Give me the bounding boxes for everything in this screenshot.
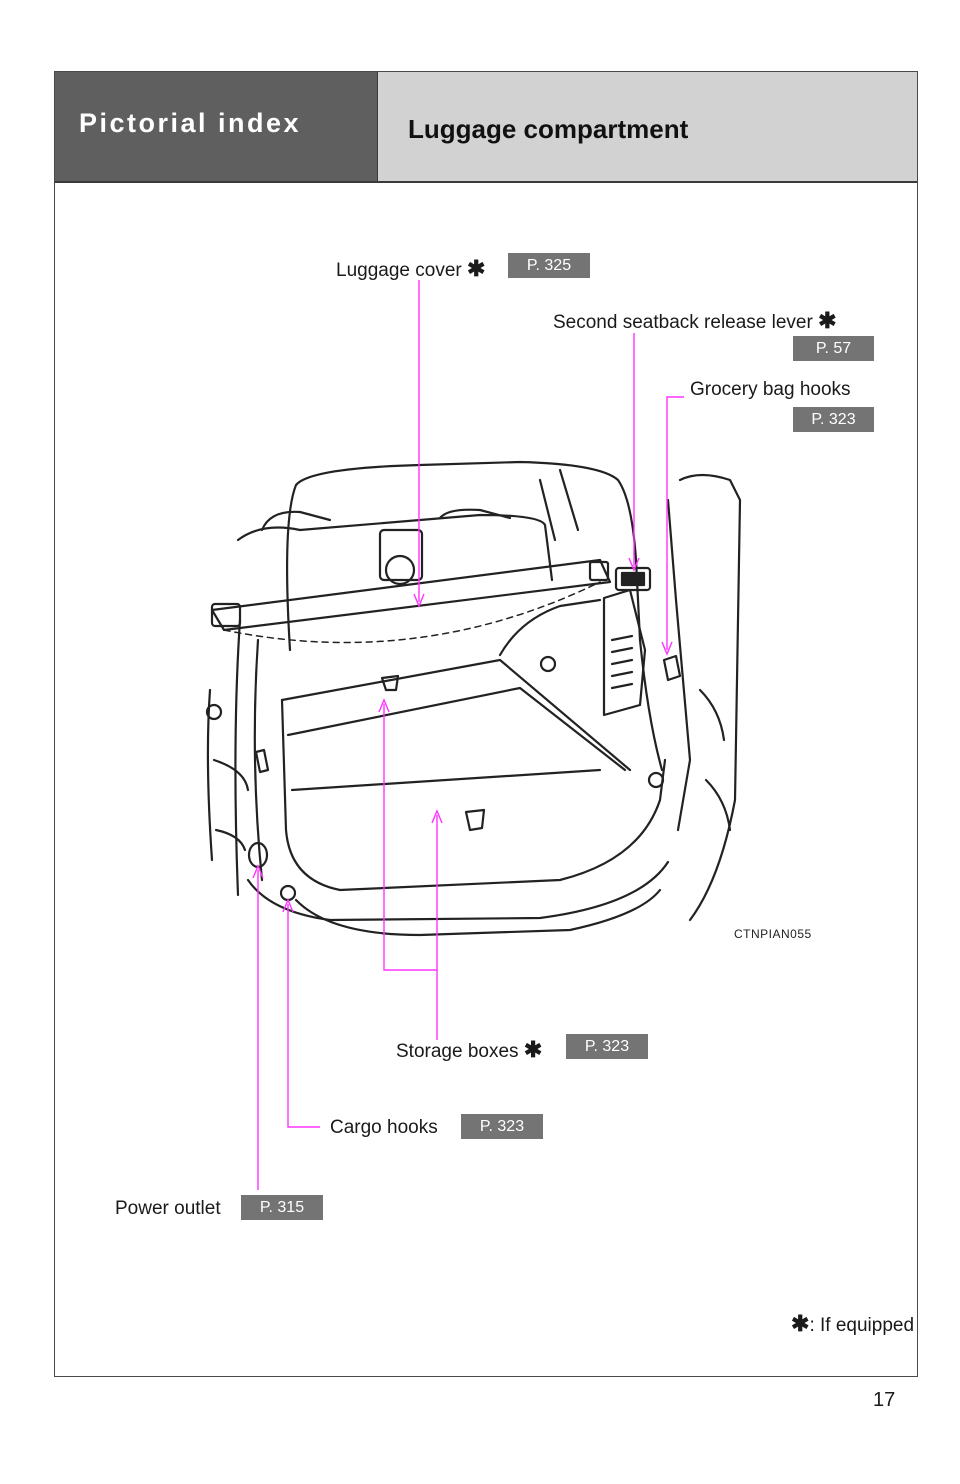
if-equipped-star-icon: ✱ — [467, 256, 486, 281]
callout-grocery-bag-hooks: Grocery bag hooks — [690, 379, 851, 400]
leader-grocery-hooks — [666, 396, 684, 650]
page-ref-power-outlet[interactable]: P. 315 — [241, 1195, 323, 1220]
leader-storage-boxes — [383, 704, 438, 971]
leader-seatback-lever-arrow — [628, 557, 640, 572]
headrest-left — [260, 510, 332, 532]
callout-storage-boxes: Storage boxes ✱ — [396, 1037, 542, 1063]
page-ref-luggage-cover[interactable]: P. 325 — [508, 253, 590, 278]
hatch-opening-outer — [286, 460, 664, 772]
page-ref-storage-boxes[interactable]: P. 323 — [566, 1034, 648, 1059]
page-frame: Pictorial index Luggage compartment — [54, 71, 918, 1377]
cargo-hook-right — [647, 771, 665, 789]
callout-seatback-release-lever: Second seatback release lever ✱ — [553, 308, 837, 334]
grocery-bag-hook — [662, 654, 682, 682]
if-equipped-star-icon: ✱ — [818, 308, 837, 333]
leader-cargo-hooks-arrow — [282, 898, 294, 913]
callout-label: Storage boxes — [396, 1041, 519, 1062]
storage-box-handle-front — [464, 808, 486, 832]
page-ref-grocery-bag-hooks[interactable]: P. 323 — [793, 407, 874, 432]
right-wheel-well — [498, 598, 602, 657]
page-number: 17 — [873, 1389, 896, 1411]
if-equipped-star-icon: ✱ — [523, 1037, 543, 1062]
luggage-cover-rail — [210, 558, 612, 632]
left-body-crease — [212, 758, 250, 792]
page-ref-cargo-hooks[interactable]: P. 323 — [461, 1114, 543, 1139]
seatback-release-lever-handle — [620, 571, 646, 587]
if-equipped-note: ✱: If equipped — [791, 1311, 914, 1337]
rear-speaker — [384, 554, 416, 586]
leader-storage-boxes-arrow-front — [431, 809, 443, 824]
callout-label: Second seatback release lever — [553, 312, 813, 333]
left-body-panel — [206, 618, 264, 897]
storage-box-handle-rear — [380, 674, 400, 692]
cargo-floor-seam — [290, 768, 602, 792]
leader-power-outlet-arrow — [252, 864, 264, 879]
cargo-hook-rear — [539, 655, 557, 673]
hatch-door-handle-lines — [698, 688, 732, 832]
leader-cargo-hooks — [287, 904, 320, 1128]
rear-bumper — [246, 860, 670, 922]
page-heading-background: Luggage compartment — [377, 72, 917, 182]
callout-label: Luggage cover — [336, 260, 462, 281]
callout-cargo-hooks: Cargo hooks — [330, 1117, 438, 1138]
callout-power-outlet: Power outlet — [115, 1198, 221, 1219]
trim-vent-lines — [610, 634, 634, 690]
leader-lines — [252, 280, 684, 1190]
cargo-floor-back-edge — [280, 658, 632, 772]
luggage-cover-end-cap-left — [210, 602, 242, 628]
body-hook-left — [205, 703, 223, 721]
header-divider — [55, 181, 917, 183]
if-equipped-star-icon: ✱ — [791, 1311, 810, 1336]
hatch-door-outer — [678, 473, 742, 922]
left-body-crease-lower — [214, 828, 247, 852]
rear-seat-top — [236, 513, 554, 582]
leader-grocery-hooks-arrow — [661, 641, 673, 656]
cargo-floor-front-edge — [286, 686, 627, 772]
leader-luggage-cover-arrow — [413, 593, 425, 608]
hatch-door-edge — [666, 498, 692, 832]
section-title: Pictorial index — [79, 108, 302, 138]
page-ref-seatback-release-lever[interactable]: P. 57 — [793, 336, 874, 361]
hatch-opening-inner — [280, 698, 667, 892]
cargo-hook-left — [279, 884, 297, 902]
if-equipped-text: : If equipped — [809, 1315, 915, 1336]
rear-bumper-lower — [294, 888, 662, 937]
luggage-cover-end-cap-right — [588, 560, 610, 582]
side-tie-down — [254, 748, 270, 774]
rear-pillar — [538, 468, 580, 542]
figure-code: CTNPIAN055 — [734, 927, 812, 941]
center-console — [378, 528, 424, 582]
headrest-right — [438, 508, 512, 520]
callout-luggage-cover: Luggage cover ✱ — [336, 256, 485, 282]
leader-storage-boxes-arrow-rear — [378, 698, 390, 713]
page-title: Luggage compartment — [408, 114, 689, 144]
right-trim-panel — [602, 588, 647, 717]
section-tab-background: Pictorial index — [55, 72, 377, 182]
luggage-cover-fabric — [223, 581, 601, 644]
